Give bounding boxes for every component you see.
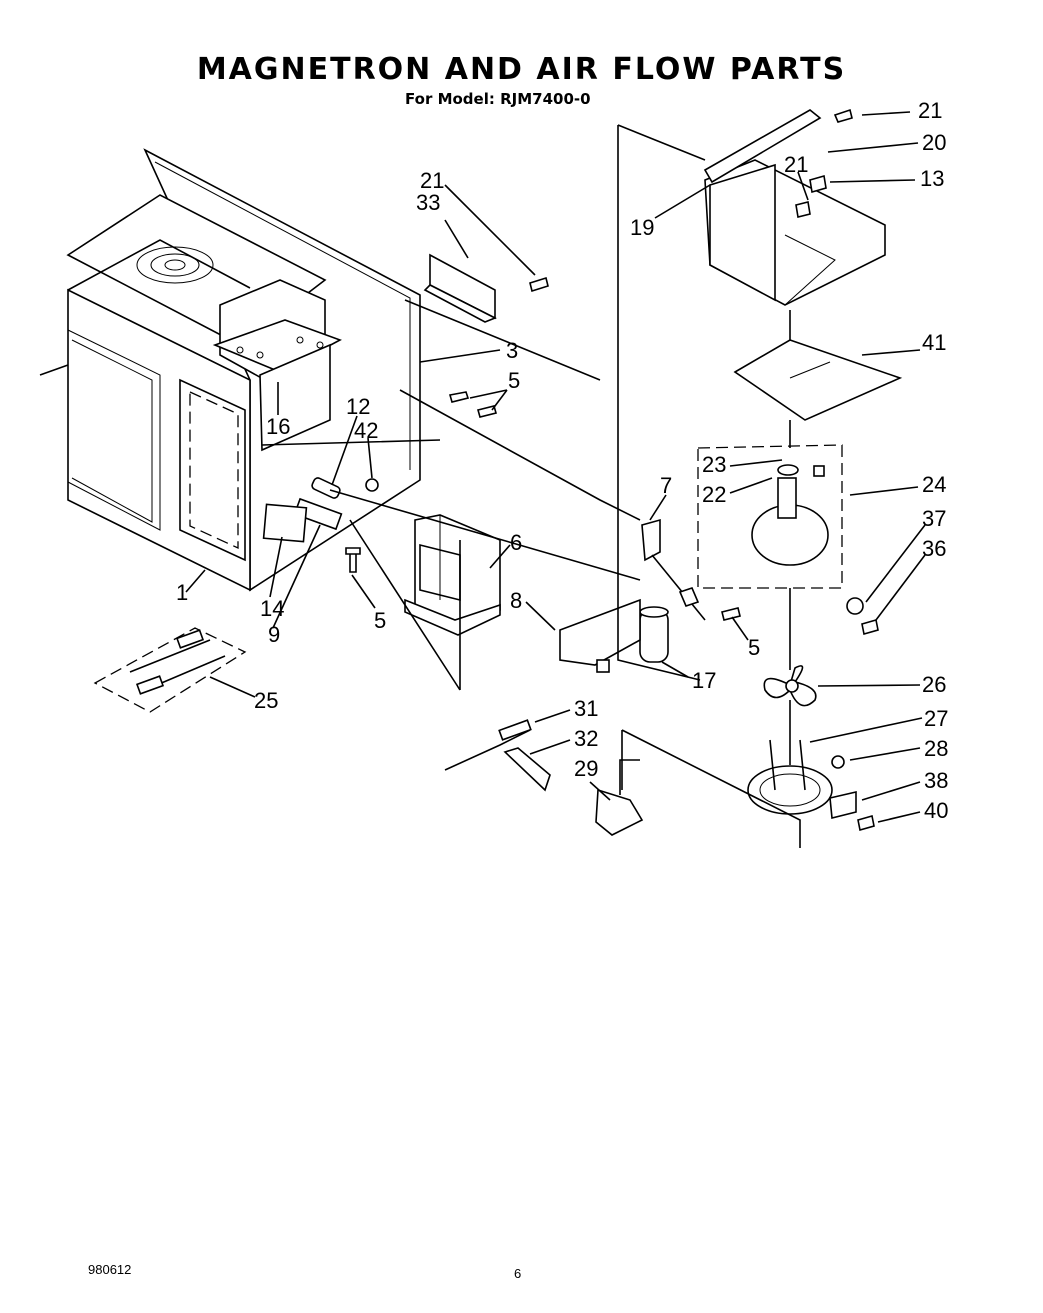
callout-38: 38 <box>924 768 948 793</box>
callout-labels: 21 20 21 13 19 21 33 3 5 41 12 42 16 23 … <box>176 98 948 823</box>
callout-1: 1 <box>176 580 188 605</box>
air-duct-part-20 <box>703 108 886 306</box>
cabinet-assembly <box>39 148 421 592</box>
callout-27: 27 <box>924 706 948 731</box>
magnetron-part-16 <box>212 279 342 452</box>
fan-blade-part-26 <box>763 665 817 707</box>
callout-24: 24 <box>922 472 946 497</box>
model-subtitle: For Model: RJM7400-0 <box>405 90 591 108</box>
callout-16: 16 <box>266 414 290 439</box>
page-number: 6 <box>514 1266 522 1281</box>
fan-motor-part-24 <box>697 444 879 636</box>
callout-31: 31 <box>574 696 598 721</box>
screws-part-5 <box>448 391 497 418</box>
callout-17: 17 <box>692 668 716 693</box>
callout-13: 13 <box>920 166 944 191</box>
callout-21: 21 <box>784 152 808 177</box>
transformer-part-6 <box>404 514 501 636</box>
page-title: MAGNETRON AND AIR FLOW PARTS <box>196 52 847 87</box>
callout-7: 7 <box>660 473 672 498</box>
callout-14: 14 <box>260 596 284 621</box>
document-code: 980612 <box>88 1262 132 1277</box>
callout-33: 33 <box>416 190 440 215</box>
callout-19: 19 <box>630 215 654 240</box>
callout-9: 9 <box>268 622 280 647</box>
callout-21: 21 <box>918 98 942 123</box>
callout-37: 37 <box>922 506 946 531</box>
callout-3: 3 <box>506 338 518 363</box>
bracket-part-33 <box>423 253 549 323</box>
capacitor-part-17 <box>559 518 741 673</box>
callout-20: 20 <box>922 130 946 155</box>
callout-29: 29 <box>574 756 598 781</box>
callout-5: 5 <box>748 635 760 660</box>
fuse-and-switch-parts <box>262 477 379 573</box>
callout-12: 12 <box>346 394 370 419</box>
callout-6: 6 <box>510 530 522 555</box>
leader-lines <box>185 111 926 823</box>
callout-25: 25 <box>254 688 278 713</box>
callout-5: 5 <box>508 368 520 393</box>
callout-41: 41 <box>922 330 946 355</box>
callout-5: 5 <box>374 608 386 633</box>
callout-23: 23 <box>702 452 726 477</box>
callout-21: 21 <box>420 168 444 193</box>
callout-8: 8 <box>510 588 522 613</box>
wiring-parts <box>444 719 644 836</box>
wire-harness-part-25 <box>93 627 247 713</box>
callout-40: 40 <box>924 798 948 823</box>
motor-bracket-part-27 <box>747 739 875 832</box>
callout-42: 42 <box>354 418 378 443</box>
callout-22: 22 <box>702 482 726 507</box>
callout-26: 26 <box>922 672 946 697</box>
connection-lines <box>261 124 801 848</box>
baffle-part-41 <box>733 339 903 421</box>
callout-32: 32 <box>574 726 598 751</box>
callout-36: 36 <box>922 536 946 561</box>
callout-28: 28 <box>924 736 948 761</box>
